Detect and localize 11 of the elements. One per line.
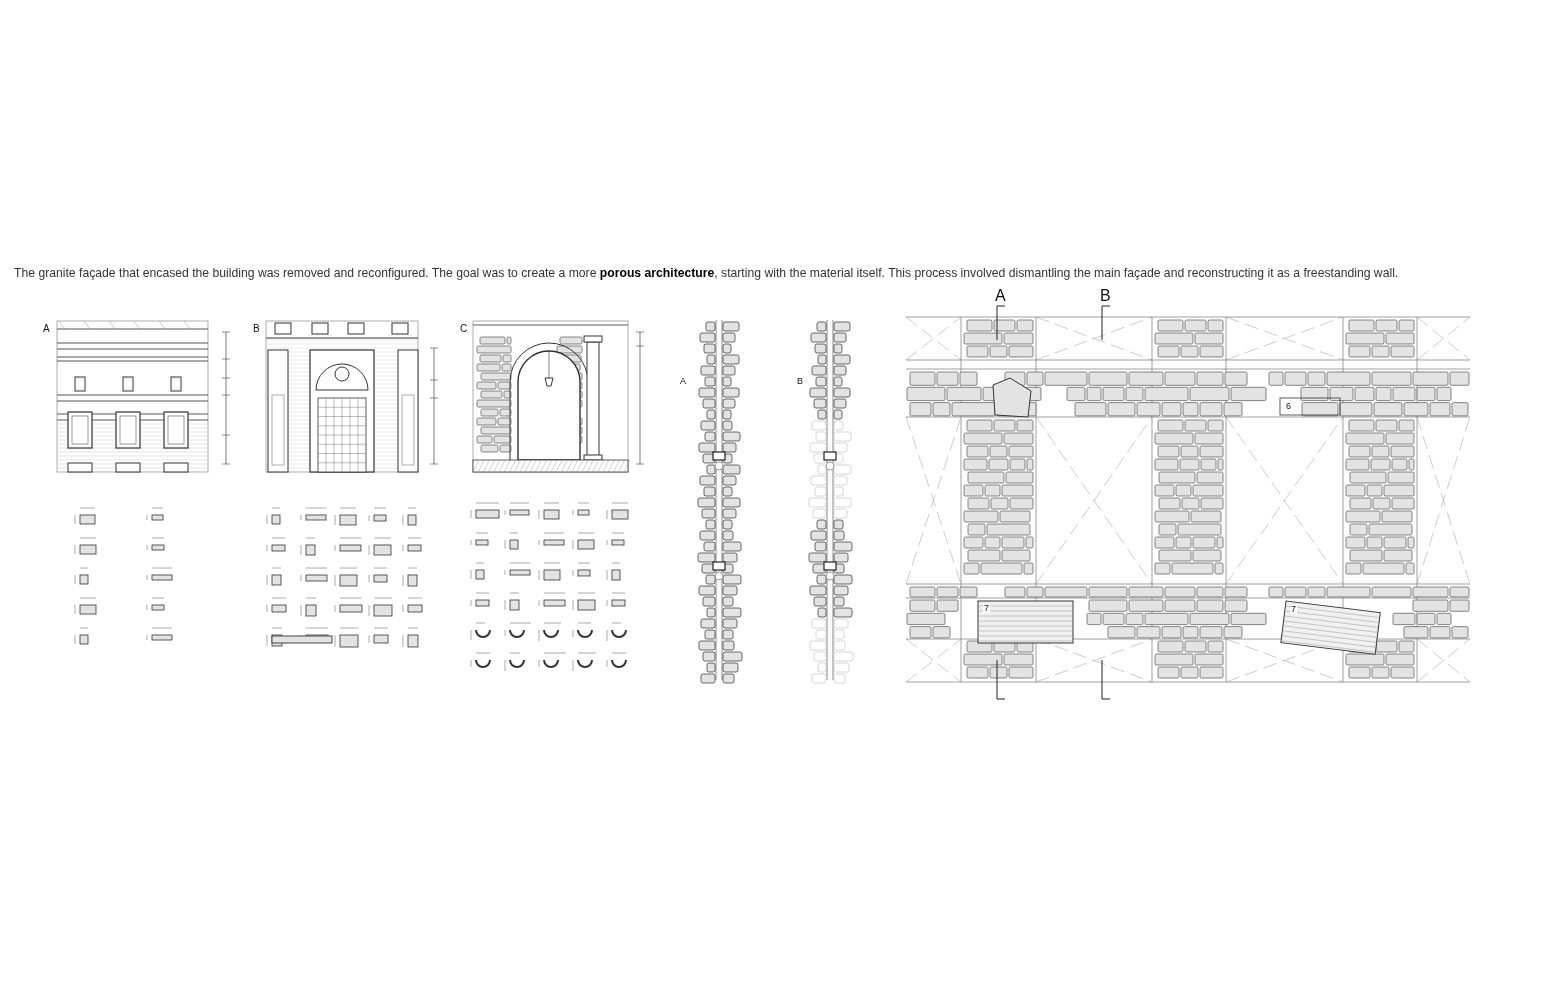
section-label: B (1099, 288, 1112, 304)
callout-number: 6 (1285, 402, 1292, 411)
caption-text: The granite façade that encased the building was removed and reconfigured. The goal was to create a more porous architecture, starting with the material itself. This process involved dismantling the main façade and reconstructing it as a freestanding wall. (14, 266, 1399, 280)
section-label: B (796, 377, 804, 386)
section-label: A (994, 288, 1007, 304)
section-label: A (42, 324, 51, 334)
callout-number: 7 (1290, 605, 1297, 614)
section-label: B (252, 324, 261, 334)
callout-number: 7 (983, 604, 990, 613)
section-label: A (679, 377, 687, 386)
section-label: C (459, 324, 469, 334)
